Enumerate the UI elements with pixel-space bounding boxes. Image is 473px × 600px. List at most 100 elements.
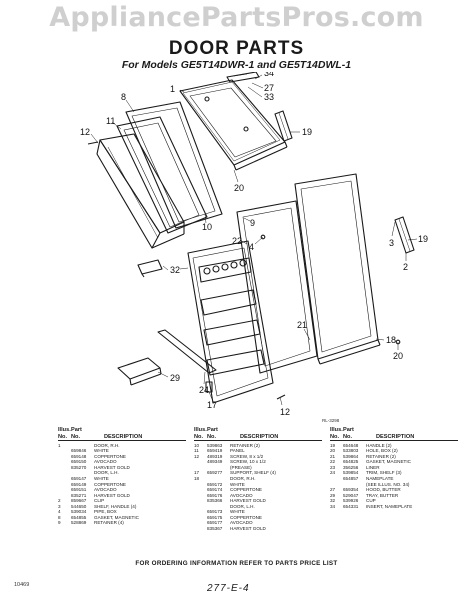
description: AVOCADO	[230, 520, 253, 526]
part-no: 654857	[343, 475, 359, 481]
description: TRAY, BUTTER	[366, 492, 399, 498]
callout: 1	[170, 84, 175, 94]
part-no: 859667	[71, 498, 87, 504]
table-row: DOOR, L.H.	[58, 470, 186, 476]
description: COPPERTONE	[94, 481, 126, 487]
callout: 17	[207, 400, 217, 410]
part-no: 544650	[71, 503, 87, 509]
freezer-panel	[116, 116, 208, 234]
table-row: 489349 SCREW, 10 x 1/2	[194, 459, 322, 465]
part-no: 533803	[343, 448, 359, 454]
part-no: 835366	[207, 498, 223, 504]
header-cell: No.	[71, 433, 81, 440]
fresh-food-handle	[394, 216, 415, 254]
shelf-trim	[157, 329, 217, 374]
description: LINER	[366, 464, 380, 470]
table-row: 659174 COPPERTONE	[194, 487, 322, 493]
illus-no	[194, 526, 207, 532]
page-title: DOOR PARTS	[168, 38, 305, 59]
table-row: DOOR, L.H.	[194, 504, 322, 510]
door-liner	[187, 240, 274, 404]
header-cell	[366, 427, 458, 434]
part-no: 659174	[207, 487, 223, 493]
header-cell: Illus.	[58, 427, 71, 433]
callout: 20	[234, 183, 244, 193]
description: DOOR, R.H.	[94, 442, 120, 448]
part-no: 659846	[71, 448, 87, 454]
part-no: 659172	[207, 481, 223, 487]
screw-12-lower	[276, 394, 286, 400]
table-row: 659151 AVOCADO	[58, 487, 186, 493]
description: SUPPORT, SHELF (4)	[230, 470, 276, 476]
illus-no: 17	[194, 470, 200, 476]
part-no: 489349	[207, 459, 223, 465]
header-cell: No.	[194, 433, 204, 440]
document-number: 277-E-4	[207, 583, 250, 594]
freezer-handle	[274, 110, 293, 142]
description: COPPERTONE	[230, 487, 262, 493]
part-no: 659148	[71, 453, 87, 459]
part-no: 659176	[207, 492, 223, 498]
description: SCREW, 10 x 1/2	[230, 459, 266, 465]
callout: 32	[170, 265, 180, 275]
description: HARVEST GOLD	[230, 525, 266, 531]
illus-no: 11	[194, 448, 199, 454]
header-cell: No.	[207, 433, 217, 440]
part-no: 835271	[71, 492, 87, 498]
illus-no: 8	[58, 514, 61, 520]
exploded-parts-diagram: 1 34 27 33 19 8 11 12 20 10 9 22 4 3 19 …	[80, 72, 428, 417]
header-cell: DESCRIPTION	[376, 433, 415, 440]
description: AVOCADO	[94, 459, 117, 465]
table-row: 17 659277 SUPPORT, SHELF (4)	[194, 470, 322, 476]
screw-12-upper	[87, 141, 99, 145]
description: HANDLE (2)	[366, 442, 392, 448]
butter-cup	[137, 259, 163, 278]
description: INSERT, NAMEPLATE	[366, 503, 413, 509]
part-no: 539034	[71, 509, 87, 515]
part-no: 539863	[207, 442, 223, 448]
header-cell	[94, 427, 186, 434]
part-no: 659277	[207, 470, 223, 476]
description: RETAINER (2)	[366, 453, 396, 459]
header-cell: DESCRIPTION	[104, 433, 143, 440]
description: PANEL	[230, 448, 245, 454]
freezer-door	[179, 79, 288, 171]
ordering-note: FOR ORDERING INFORMATION REFER TO PARTS …	[135, 560, 338, 567]
fresh-food-door	[294, 173, 381, 365]
description: WHITE	[230, 509, 245, 515]
illus-no: 19	[330, 442, 336, 448]
description: PIPE, BOX	[94, 509, 117, 515]
description: AVOCADO	[94, 487, 117, 493]
part-no: 659151	[71, 487, 87, 493]
description: SCREW, 8 x 1/2	[230, 453, 264, 459]
description: HOOD, BUTTER	[366, 487, 401, 493]
callout: 29	[170, 373, 180, 383]
callout: 11	[106, 116, 115, 126]
callout: 12	[80, 127, 90, 137]
table-header: No.No.DESCRIPTION	[58, 434, 186, 442]
description: DOOR, L.H.	[94, 470, 119, 476]
header-cell: Illus.	[194, 427, 207, 433]
callout: 2	[403, 262, 408, 272]
description: RETAINER (2)	[230, 442, 260, 448]
